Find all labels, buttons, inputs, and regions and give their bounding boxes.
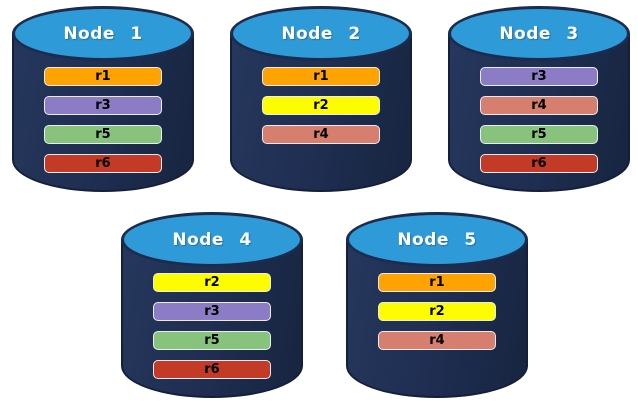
replica-bar: r4: [480, 96, 598, 115]
replica-bar: r4: [262, 125, 380, 144]
replica-bar: r1: [44, 67, 162, 86]
node-cylinder-1: Node 1 r1 r3 r5 r6: [12, 6, 194, 192]
cylinder-top: Node 2: [230, 6, 412, 61]
node-label: Node 5: [397, 229, 477, 250]
node-cylinder-4: Node 4 r2 r3 r5 r6: [121, 212, 303, 398]
replica-bar: r3: [44, 96, 162, 115]
replica-list: r1 r3 r5 r6: [12, 67, 194, 173]
replica-list: r3 r4 r5 r6: [448, 67, 630, 173]
node-cylinder-5: Node 5 r1 r2 r4: [346, 212, 528, 398]
node-cylinder-3: Node 3 r3 r4 r5 r6: [448, 6, 630, 192]
replica-bar: r5: [44, 125, 162, 144]
replica-bar: r6: [44, 154, 162, 173]
replica-bar: r4: [378, 331, 496, 350]
replica-list: r1 r2 r4: [346, 273, 528, 350]
replica-bar: r5: [480, 125, 598, 144]
node-label: Node 1: [63, 23, 143, 44]
replica-bar: r2: [262, 96, 380, 115]
node-label: Node 4: [172, 229, 252, 250]
replica-bar: r2: [153, 273, 271, 292]
cylinder-top: Node 1: [12, 6, 194, 61]
replica-bar: r2: [378, 302, 496, 321]
cylinder-top: Node 3: [448, 6, 630, 61]
replica-bar: r6: [153, 360, 271, 379]
cylinder-top: Node 4: [121, 212, 303, 267]
cylinder-top: Node 5: [346, 212, 528, 267]
node-row-top: Node 1 r1 r3 r5 r6 Node 2 r1 r2 r4 N: [12, 6, 630, 192]
replica-bar: r3: [480, 67, 598, 86]
node-row-bottom: Node 4 r2 r3 r5 r6 Node 5 r1 r2 r4: [121, 212, 528, 398]
node-cylinder-2: Node 2 r1 r2 r4: [230, 6, 412, 192]
replica-list: r2 r3 r5 r6: [121, 273, 303, 379]
replica-bar: r1: [378, 273, 496, 292]
replica-list: r1 r2 r4: [230, 67, 412, 144]
replica-bar: r5: [153, 331, 271, 350]
replica-bar: r1: [262, 67, 380, 86]
replica-bar: r3: [153, 302, 271, 321]
replica-bar: r6: [480, 154, 598, 173]
node-label: Node 3: [499, 23, 579, 44]
node-label: Node 2: [281, 23, 361, 44]
